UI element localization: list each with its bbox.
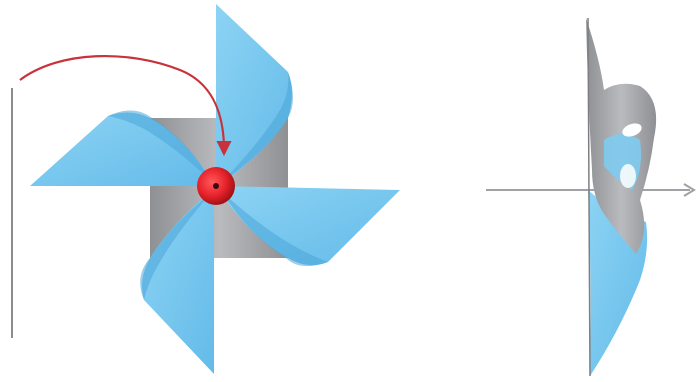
pin-icon <box>197 167 235 205</box>
side-blade-slot-lower <box>620 164 636 188</box>
pinwheel-front-view <box>12 4 400 374</box>
pinwheel-side-view <box>486 18 694 376</box>
